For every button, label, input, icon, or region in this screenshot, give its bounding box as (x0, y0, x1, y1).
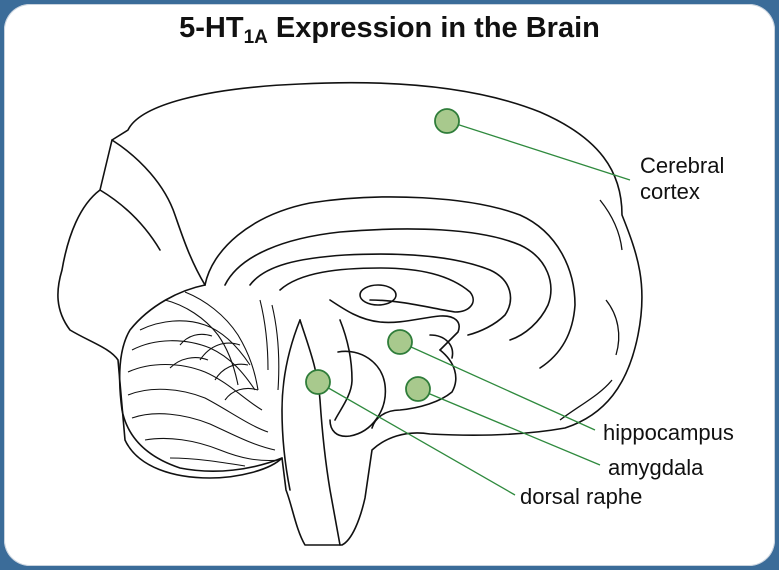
fourth-ventricle (282, 320, 300, 490)
cortex-label: Cerebralcortex (640, 153, 724, 205)
optic-chiasm (430, 335, 453, 358)
occipital-fold (112, 140, 205, 285)
cortex-label-line-2: cortex (640, 179, 724, 205)
occipital-gyrus (100, 190, 160, 250)
thalamus (360, 285, 396, 305)
amygdala-leader-line (418, 389, 600, 465)
expression-markers (306, 109, 459, 401)
cortex-marker (435, 109, 459, 133)
cortex-label-line-1: Cerebral (640, 153, 724, 179)
leader-lines (318, 121, 630, 495)
amygdala-label: amygdala (608, 455, 703, 481)
amygdala-marker (406, 377, 430, 401)
raphe-marker (306, 370, 330, 394)
cortex-gyri (560, 200, 622, 420)
hippocampus-marker (388, 330, 412, 354)
raphe-label: dorsal raphe (520, 484, 642, 510)
corpus-callosum-outer (225, 229, 551, 340)
hippocampus-label: hippocampus (603, 420, 734, 446)
midbrain (335, 320, 352, 420)
cerebellum-folia (128, 292, 280, 466)
cortex-leader-line (447, 121, 630, 180)
